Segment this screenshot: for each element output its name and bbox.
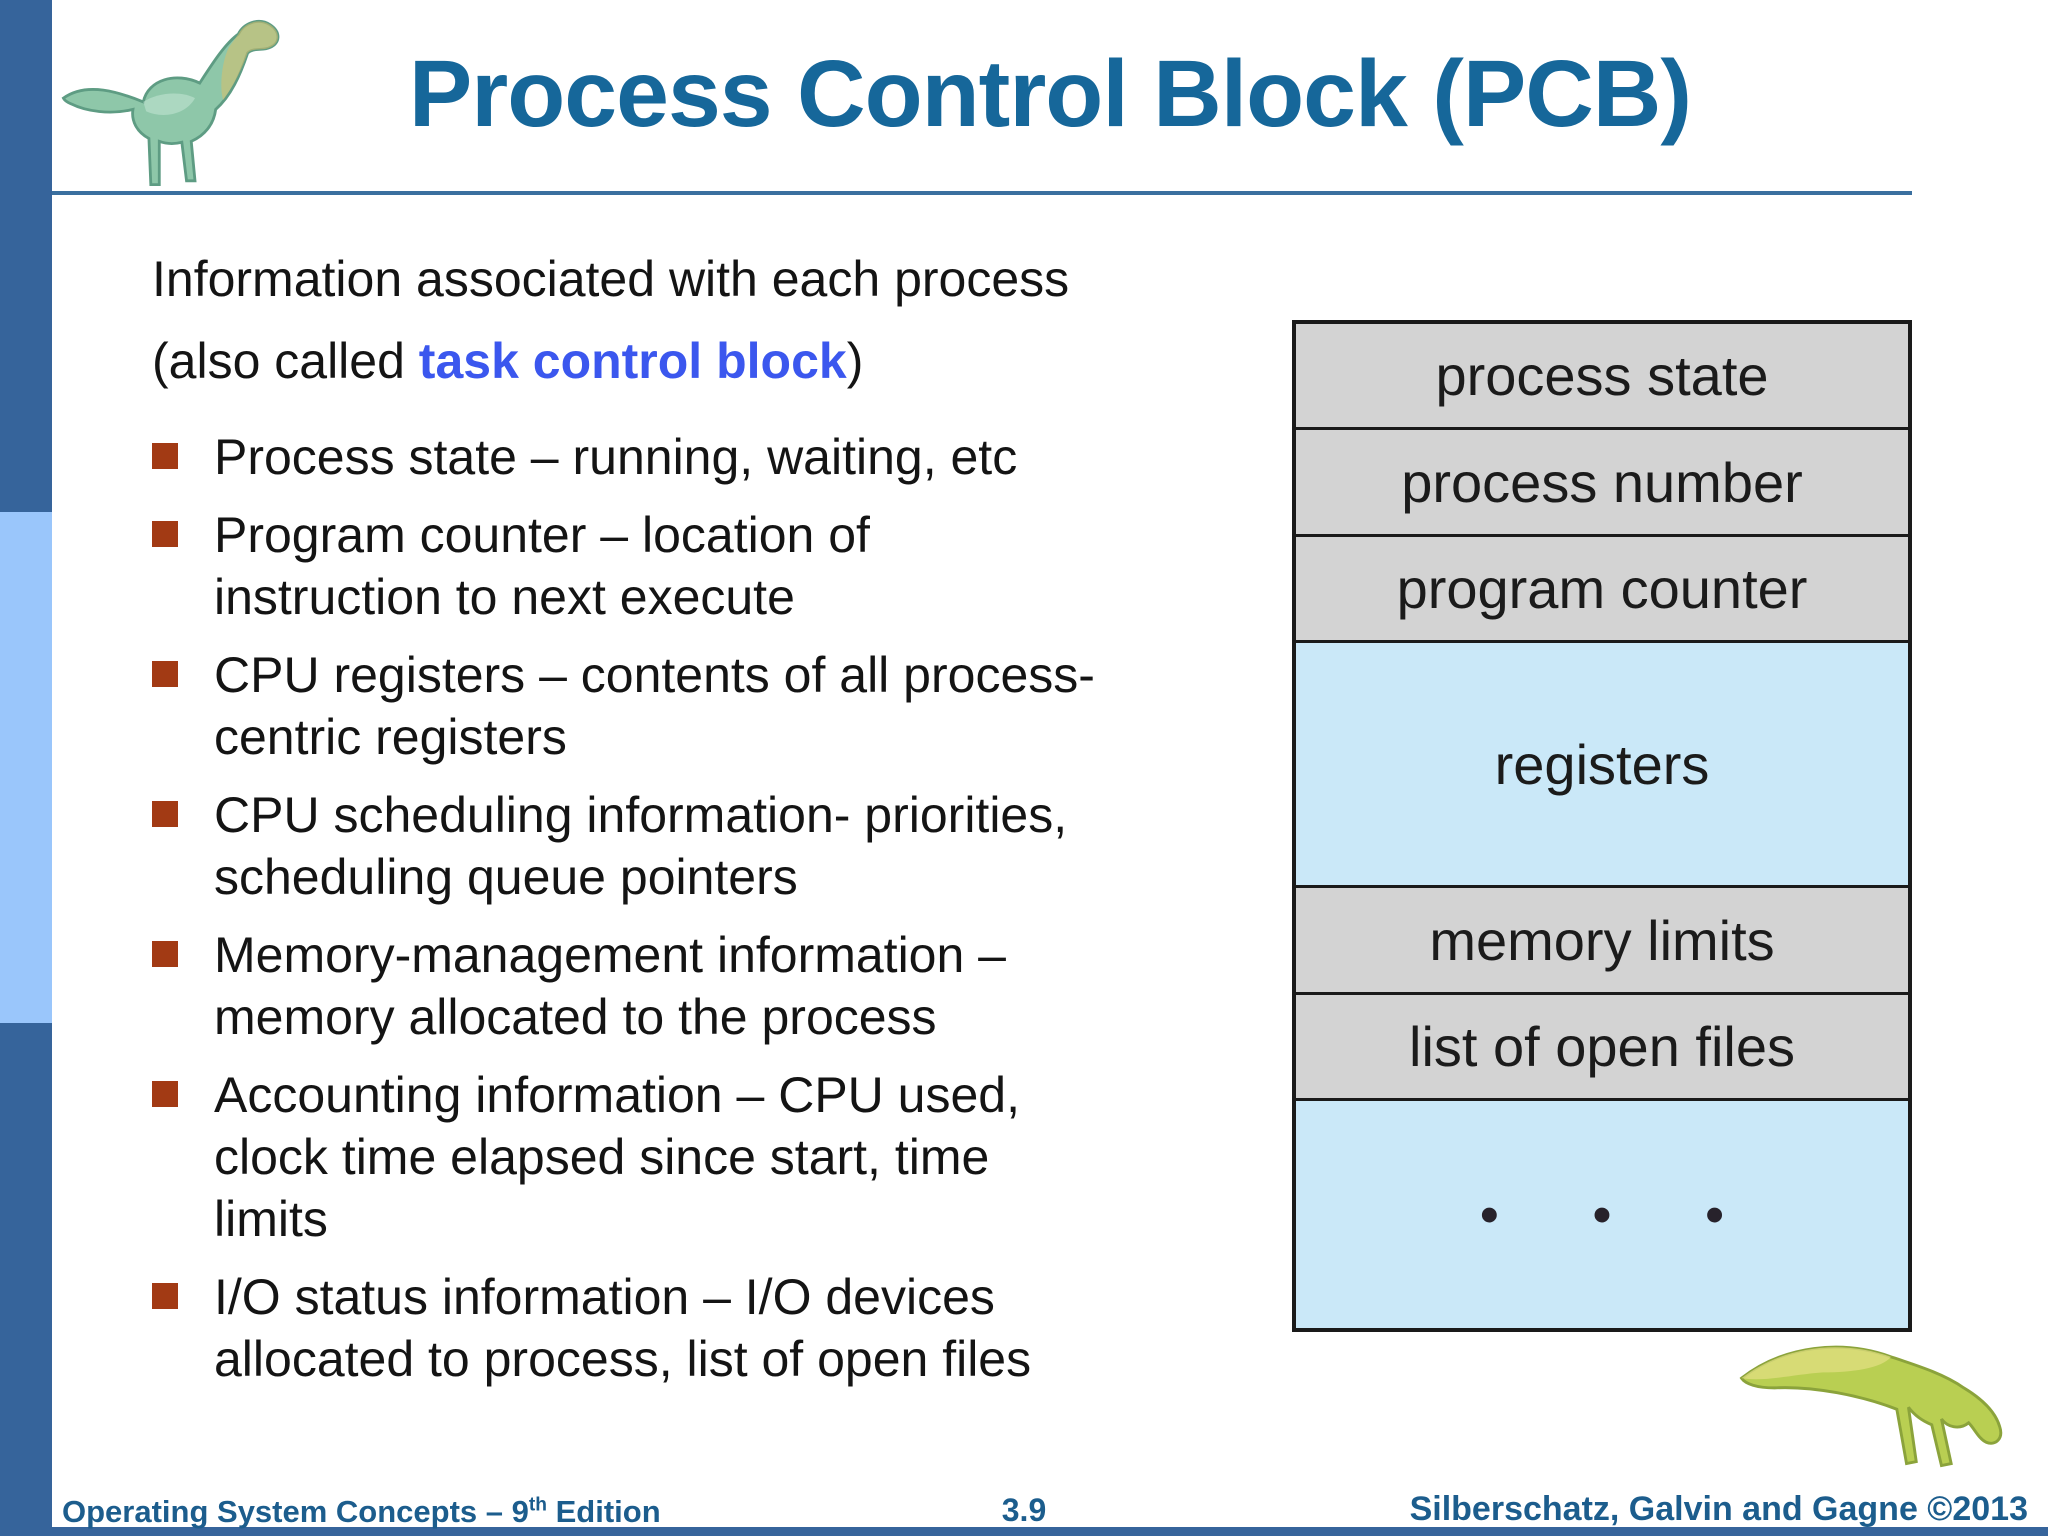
bullet-item-memory-management: Memory-management information – memory a… bbox=[152, 924, 1282, 1048]
intro-highlight: task control block bbox=[418, 333, 847, 389]
bullet-text: Program counter – location of instructio… bbox=[214, 507, 870, 625]
bottom-bar bbox=[0, 1527, 2048, 1536]
pcb-row-label: process number bbox=[1401, 450, 1803, 514]
sidebar-bar-dark-bottom bbox=[0, 1023, 52, 1536]
intro-line2-suffix: ) bbox=[846, 333, 864, 389]
bullet-item-io-status: I/O status information – I/O devices all… bbox=[152, 1266, 1282, 1390]
bullet-marker-icon bbox=[152, 941, 178, 967]
page-title: Process Control Block (PCB) bbox=[408, 41, 1692, 147]
pcb-row-process-state: process state bbox=[1296, 324, 1908, 430]
bullet-item-cpu-scheduling: CPU scheduling information- priorities, … bbox=[152, 784, 1282, 908]
intro-line1: Information associated with each process bbox=[152, 251, 1070, 307]
footer-book-title: Operating System Concepts – 9th Edition bbox=[62, 1494, 661, 1530]
bullet-text: CPU scheduling information- priorities, … bbox=[214, 787, 1068, 905]
pcb-row-label: registers bbox=[1494, 732, 1710, 796]
pcb-row-open-files: list of open files bbox=[1296, 995, 1908, 1101]
pcb-row-memory-limits: memory limits bbox=[1296, 888, 1908, 995]
bullet-text: I/O status information – I/O devices all… bbox=[214, 1269, 1032, 1387]
bullet-text: CPU registers – contents of all process-… bbox=[214, 647, 1095, 765]
title-divider bbox=[52, 191, 1912, 195]
dinosaur-logo-bottom-icon bbox=[1739, 1345, 2003, 1468]
bullet-marker-icon bbox=[152, 443, 178, 469]
pcb-row-label: list of open files bbox=[1409, 1015, 1795, 1078]
bullet-text: Memory-management information – memory a… bbox=[214, 927, 1006, 1045]
bullet-marker-icon bbox=[152, 661, 178, 687]
bullet-item-process-state: Process state – running, waiting, etc bbox=[152, 426, 1282, 488]
bullet-text: Process state – running, waiting, etc bbox=[214, 429, 1018, 485]
pcb-row-registers: registers bbox=[1296, 643, 1908, 888]
footer-edition-superscript: th bbox=[528, 1494, 547, 1516]
intro-paragraph: Information associated with each process… bbox=[152, 238, 1282, 402]
bullet-text: Accounting information – CPU used, clock… bbox=[214, 1067, 1020, 1247]
bullet-item-cpu-registers: CPU registers – contents of all process-… bbox=[152, 644, 1282, 768]
footer-book-title-text: Operating System Concepts – 9 bbox=[62, 1494, 529, 1529]
bullet-marker-icon bbox=[152, 521, 178, 547]
pcb-row-ellipsis: • • • bbox=[1296, 1101, 1908, 1328]
slide-body: Information associated with each process… bbox=[152, 238, 1282, 1406]
sidebar-bar-light bbox=[0, 512, 52, 1023]
slide-page-number: 3.9 bbox=[1001, 1492, 1047, 1528]
pcb-row-label: program counter bbox=[1396, 557, 1808, 620]
bullet-marker-icon bbox=[152, 1283, 178, 1309]
bullet-item-accounting: Accounting information – CPU used, clock… bbox=[152, 1064, 1282, 1250]
pcb-row-program-counter: program counter bbox=[1296, 537, 1908, 643]
pcb-diagram: process state process number program cou… bbox=[1292, 320, 1912, 1332]
intro-line2-prefix: (also called bbox=[152, 333, 419, 389]
pcb-row-label: process state bbox=[1435, 344, 1769, 407]
bullet-marker-icon bbox=[152, 1081, 178, 1107]
sidebar-bar-dark-top bbox=[0, 0, 52, 512]
footer-edition-text: Edition bbox=[547, 1494, 661, 1529]
bullet-item-program-counter: Program counter – location of instructio… bbox=[152, 504, 1282, 628]
pcb-row-label: memory limits bbox=[1429, 908, 1775, 972]
bullet-marker-icon bbox=[152, 801, 178, 827]
footer-authors: Silberschatz, Galvin and Gagne ©2013 bbox=[1409, 1490, 2028, 1528]
dinosaur-logo-top-icon bbox=[61, 20, 280, 187]
pcb-ellipsis-dots: • • • bbox=[1480, 1185, 1764, 1244]
pcb-row-process-number: process number bbox=[1296, 430, 1908, 537]
